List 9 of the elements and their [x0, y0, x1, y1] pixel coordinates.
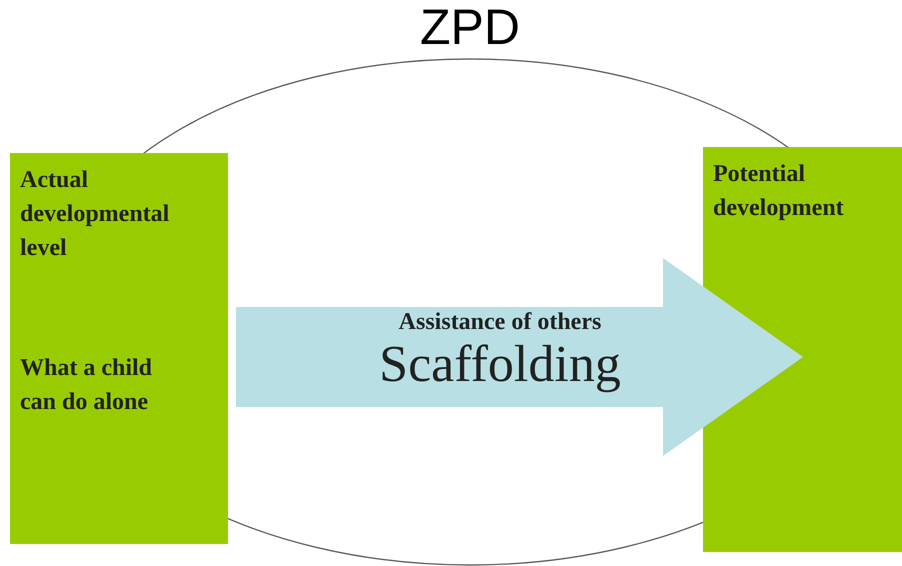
box-text: What a child can do alone: [20, 354, 154, 417]
title-text: ZPD: [420, 2, 520, 52]
block-arrow: [236, 258, 803, 456]
arrow-subtitle: Assistance of others: [398, 308, 602, 337]
level-box: [703, 147, 902, 552]
box-text: Actual developmental level: [20, 166, 170, 263]
box-text: Potential development: [713, 160, 845, 223]
level-box: [10, 153, 228, 544]
arrow-title: Scaffolding: [379, 337, 621, 393]
